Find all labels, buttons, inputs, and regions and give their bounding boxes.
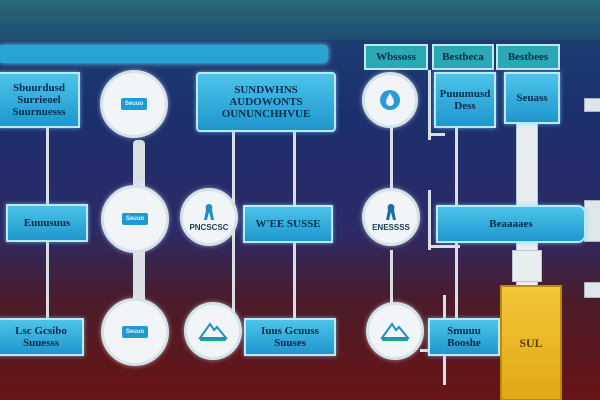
- box-mid-right: Beaaaaes: [436, 205, 586, 243]
- header-3: Bestbees: [496, 44, 560, 70]
- mountain-icon: [380, 322, 410, 341]
- node-badge: Seuuo: [120, 98, 148, 110]
- connector-line: [133, 245, 145, 305]
- edge-tab: [584, 98, 600, 112]
- yellow-block: SUL: [500, 285, 562, 400]
- connector-line: [430, 245, 460, 248]
- connector-line: [428, 190, 431, 250]
- circle-node-person: ENESSSS: [362, 188, 420, 246]
- top-band: [0, 0, 600, 40]
- circle-node: Seuuo: [101, 185, 169, 253]
- box-bottom-right: Smuuu Booshe: [428, 318, 500, 356]
- header-1: Wbssoss: [364, 44, 428, 70]
- node-badge: Seuuo: [121, 326, 149, 338]
- top-light-bar: [0, 45, 328, 63]
- connector-line: [390, 125, 393, 195]
- box-status: Seuass: [504, 72, 560, 124]
- edge-tab: [584, 282, 600, 298]
- mountain-icon: [198, 322, 228, 341]
- box-banner: SUNDWHNS AUDOWONTS OUNUNCHHVUE: [196, 72, 336, 132]
- circle-node: Seuuo: [100, 70, 168, 138]
- connector-line: [390, 250, 393, 310]
- connector-line: [428, 70, 431, 140]
- circle-node-person: PNCSCSC: [180, 188, 238, 246]
- node-badge: Seuuo: [121, 213, 149, 225]
- node-caption: PNCSCSC: [189, 223, 229, 232]
- pillar-base: [512, 250, 542, 282]
- circle-node-mountain: [184, 302, 242, 360]
- edge-tab: [584, 200, 600, 242]
- box-bottom-left: Lsc Gcsibo Suuesss: [0, 318, 84, 356]
- box-mid-center: W'EE SUSSE: [243, 205, 333, 243]
- header-2: Bestbeca: [432, 44, 494, 70]
- box-top-left: Sbuurdusd Surrieoel Suurnuesss: [0, 72, 80, 128]
- node-caption: ENESSSS: [372, 223, 410, 232]
- box-process: Puuumusd Dess: [434, 72, 496, 128]
- circle-node-drop: [362, 72, 418, 128]
- connector-line: [430, 133, 445, 136]
- circle-node: Seuuo: [101, 298, 169, 366]
- box-mid-left: Euuusuus: [6, 204, 88, 242]
- box-bottom-center: Iuus Gcuuss Suuses: [244, 318, 336, 356]
- circle-node-mountain: [366, 302, 424, 360]
- person-icon: [386, 204, 396, 220]
- drop-icon: [380, 90, 400, 110]
- person-icon: [204, 204, 214, 220]
